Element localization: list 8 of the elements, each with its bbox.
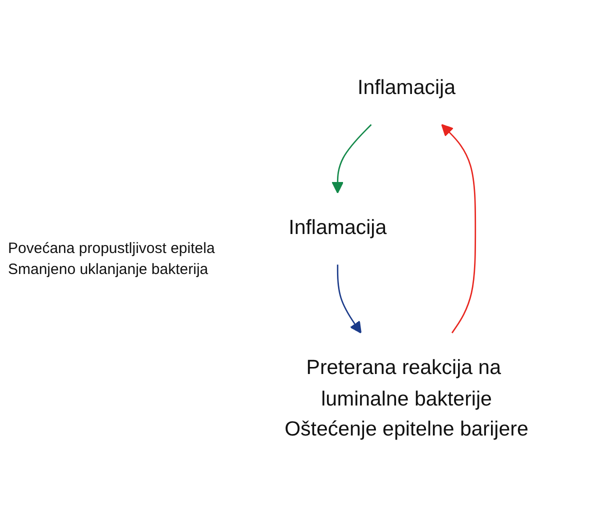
node-text: Inflamacija <box>288 216 387 240</box>
node-text: Inflamacija <box>358 76 456 100</box>
arrow <box>441 124 476 334</box>
arrow <box>332 124 372 194</box>
note-text: Smanjeno uklanjanje bakterija <box>8 260 210 280</box>
note-text: Povećana propustljivost epitela <box>8 239 216 260</box>
arrow <box>336 264 362 334</box>
node-text: Preterana reakcija na luminalne bakterije Oštećenje epitelne barijere <box>284 356 528 441</box>
